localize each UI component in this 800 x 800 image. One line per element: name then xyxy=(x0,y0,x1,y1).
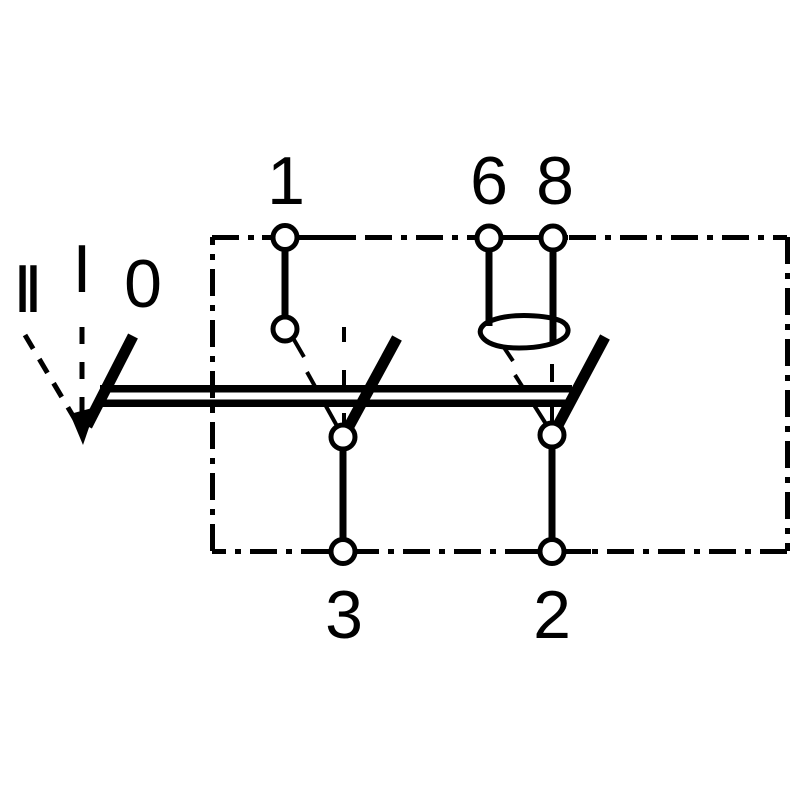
pole3-lever xyxy=(342,335,402,433)
coupling-bar-core xyxy=(100,392,572,400)
terminal1-contact-tail xyxy=(291,336,306,359)
switch-levers xyxy=(70,333,610,445)
position-II-dashed-line xyxy=(22,333,79,423)
actuator-arrowhead xyxy=(70,407,96,445)
terminal2-label: 2 xyxy=(533,577,571,653)
position-indicator xyxy=(22,327,85,424)
terminal3-circle xyxy=(328,537,358,566)
terminal-stems xyxy=(281,243,557,546)
position-II-label: II xyxy=(13,251,37,327)
position-I-label: I xyxy=(73,231,92,307)
terminal8-circle xyxy=(538,223,568,253)
terminal8-label: 8 xyxy=(536,143,574,219)
pole2-moving-contact-circle xyxy=(537,420,567,450)
terminal6-circle xyxy=(474,223,504,253)
pole2-lever xyxy=(551,334,610,432)
coupling-bar xyxy=(100,385,572,407)
terminal1-fixed-contact-circle xyxy=(270,314,300,344)
terminal1-label: 1 xyxy=(267,143,305,219)
terminal1-circle xyxy=(270,223,300,252)
contact-circles xyxy=(270,223,568,566)
terminal3-label: 3 xyxy=(325,577,363,653)
actuator-lever xyxy=(82,333,138,429)
position-0-label: 0 xyxy=(124,246,162,322)
terminal2-circle xyxy=(537,537,567,566)
pole3-moving-contact-circle xyxy=(328,422,358,452)
lamp-contact-tail xyxy=(501,344,515,363)
terminal6-label: 6 xyxy=(470,143,508,219)
